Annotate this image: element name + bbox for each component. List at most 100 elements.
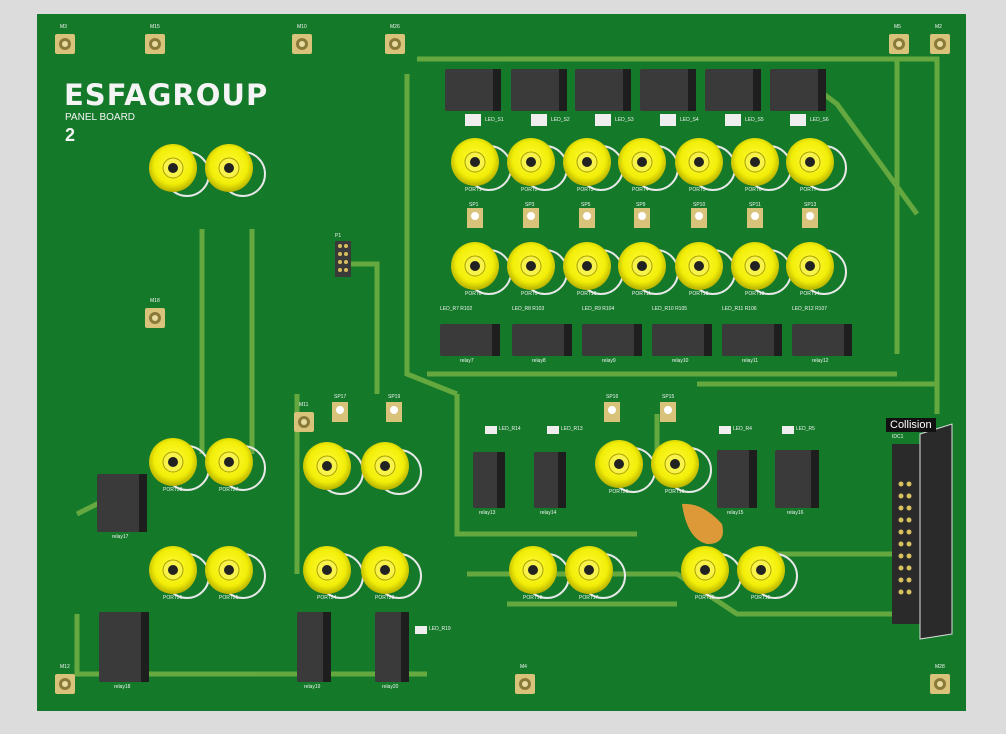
idc-pin xyxy=(906,589,912,595)
jack-hole xyxy=(224,565,234,575)
sp-label: SP13 xyxy=(804,202,817,208)
jack-hole xyxy=(526,261,536,271)
pin xyxy=(338,268,342,272)
relay-label: relay15 xyxy=(727,510,744,516)
board-title: ESFAGROUP xyxy=(64,78,269,112)
jack-label: PORT9 xyxy=(521,291,538,297)
jack-hole xyxy=(526,157,536,167)
led-label: LED_S5 xyxy=(745,117,764,123)
led-label: LED_S3 xyxy=(615,117,634,123)
jack-label: PORT14 xyxy=(800,291,820,297)
idc-pin xyxy=(906,481,912,487)
idc-latch xyxy=(919,423,953,640)
relay xyxy=(511,69,567,111)
jack-label: PORT4 xyxy=(632,187,649,193)
jack-hole xyxy=(750,157,760,167)
jack-label: PORT24 xyxy=(317,595,337,601)
relay-label: relay16 xyxy=(787,510,804,516)
jack-hole xyxy=(322,461,332,471)
relay xyxy=(775,450,819,508)
mount-label: M10 xyxy=(297,24,307,30)
sp-hole xyxy=(806,212,814,220)
jack-label: PORT1 xyxy=(465,187,482,193)
jack-label: PORT12 xyxy=(689,291,709,297)
mount-label: M15 xyxy=(150,24,160,30)
sp-hole xyxy=(336,406,344,414)
idc-pin xyxy=(898,565,904,571)
idc-label: IDC1 xyxy=(892,434,904,440)
mount-hole-center xyxy=(62,41,68,47)
relay-label: relay19 xyxy=(304,684,321,690)
jack-label: PORT16 xyxy=(695,595,715,601)
relay-side xyxy=(558,452,566,508)
relay-side xyxy=(492,324,500,356)
led-label: LED_S4 xyxy=(680,117,699,123)
relay-side xyxy=(141,612,149,682)
sp-hole xyxy=(751,212,759,220)
relay xyxy=(445,69,501,111)
led-label: LED_R9 R104 xyxy=(582,306,615,312)
led-label: LED_R10 R105 xyxy=(652,306,688,312)
led xyxy=(595,114,611,126)
relay-side xyxy=(559,69,567,111)
pin xyxy=(344,268,348,272)
jack-label: PORT8 xyxy=(465,291,482,297)
pcb-artwork xyxy=(55,34,953,694)
led-label: LED_R19 xyxy=(429,626,451,632)
trace-3 xyxy=(404,74,458,397)
jack-label: PORT20 xyxy=(609,489,629,495)
jack-hole xyxy=(584,565,594,575)
led xyxy=(660,114,676,126)
jack-label: PORT18 xyxy=(523,595,543,601)
jack-hole xyxy=(637,261,647,271)
jack-label: PORT3 xyxy=(577,187,594,193)
led-label: LED_R5 xyxy=(796,426,815,432)
relay xyxy=(512,324,572,356)
idc-pin xyxy=(898,505,904,511)
trace-2 xyxy=(417,56,940,414)
relay xyxy=(640,69,696,111)
relay-side xyxy=(753,69,761,111)
mount-hole-center xyxy=(62,681,68,687)
led xyxy=(531,114,547,126)
trace-5 xyxy=(454,394,637,537)
pin xyxy=(344,244,348,248)
sp-hole xyxy=(471,212,479,220)
sp-label: SP16 xyxy=(606,394,619,400)
trace-10 xyxy=(337,261,380,394)
jack-hole xyxy=(637,157,647,167)
relay-label: relay14 xyxy=(540,510,557,516)
pin xyxy=(344,252,348,256)
sp-label: SP15 xyxy=(662,394,675,400)
idc-pin xyxy=(898,541,904,547)
relay-label: relay18 xyxy=(114,684,131,690)
sp-label: SP17 xyxy=(334,394,347,400)
relay-side xyxy=(704,324,712,356)
board-subtitle: PANEL BOARD xyxy=(65,112,136,123)
jack-hole xyxy=(322,565,332,575)
relay-label: relay12 xyxy=(812,358,829,364)
led-label: LED_S1 xyxy=(485,117,504,123)
idc-pin xyxy=(906,577,912,583)
jack-label: PORT19 xyxy=(665,489,685,495)
mount-label: M12 xyxy=(60,664,70,670)
relay-label: relay8 xyxy=(532,358,546,364)
relay xyxy=(717,450,757,508)
led-label: LED_R8 R103 xyxy=(512,306,545,312)
jack-hole xyxy=(470,261,480,271)
mount-label: M2 xyxy=(935,24,942,30)
jack-label: PORT23 xyxy=(375,595,395,601)
led xyxy=(415,626,427,634)
jack-hole xyxy=(670,459,680,469)
trace-8 xyxy=(74,614,287,677)
mount-hole-center xyxy=(152,41,158,47)
mount-hole-center xyxy=(301,419,307,425)
idc-pin xyxy=(898,517,904,523)
relay-side xyxy=(634,324,642,356)
jack-label: PORT26 xyxy=(163,595,183,601)
jack-label: PORT2 xyxy=(521,187,538,193)
relay-label: relay9 xyxy=(602,358,616,364)
sp-hole xyxy=(638,212,646,220)
idc-pin xyxy=(906,529,912,535)
jack-hole xyxy=(694,261,704,271)
